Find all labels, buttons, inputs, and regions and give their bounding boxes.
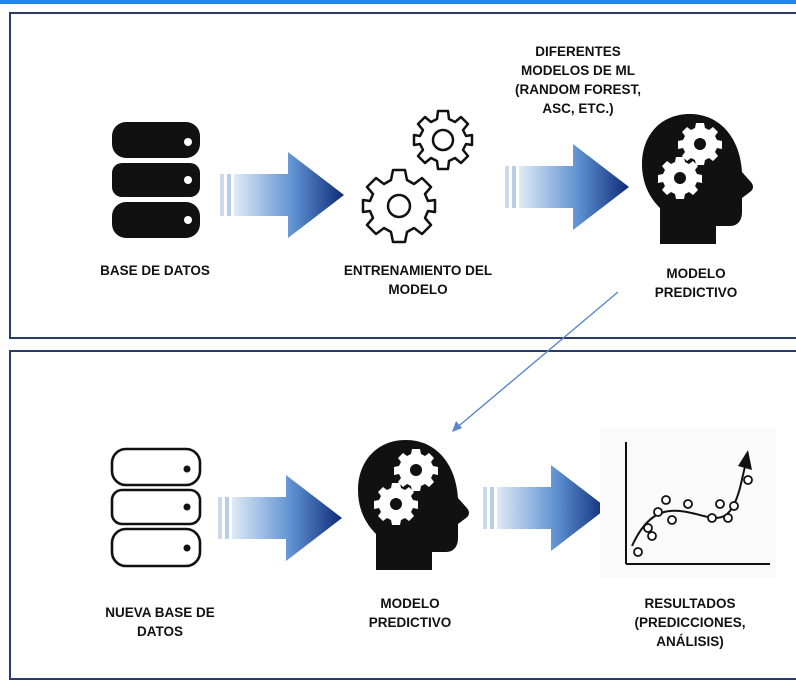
training-label: ENTRENAMIENTO DEL MODELO — [343, 263, 493, 297]
arrow-right-icon — [218, 475, 342, 561]
models-note: DIFERENTES MODELOS DE ML (RANDOM FOREST,… — [515, 44, 641, 116]
predictive-model-label: MODELO PREDICTIVO — [368, 596, 452, 630]
head-gears-icon — [642, 114, 753, 244]
new-database-label: NUEVA BASE DE DATOS — [105, 605, 215, 639]
arrow-right-icon — [505, 144, 629, 230]
predictive-model-label: MODELO PREDICTIVO — [654, 266, 738, 300]
head-gears-icon — [358, 440, 469, 570]
arrow-right-icon — [220, 152, 344, 238]
database-label: BASE DE DATOS — [100, 263, 210, 278]
gears-icon — [361, 109, 474, 244]
top-accent-line — [0, 0, 796, 4]
arrow-right-icon — [483, 465, 607, 551]
database-icon — [112, 122, 200, 238]
results-chart-icon — [600, 428, 776, 578]
results-label: RESULTADOS (PREDICCIONES, ANÁLISIS) — [634, 596, 746, 649]
database-icon — [110, 447, 202, 568]
